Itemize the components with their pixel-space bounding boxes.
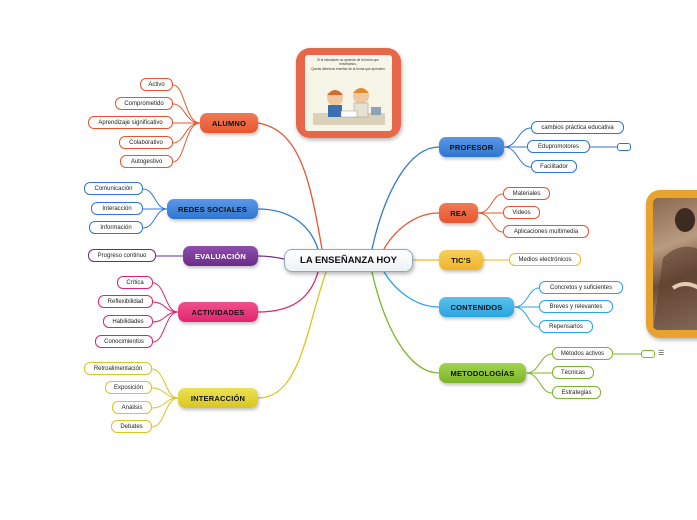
subtopic-retroalimentacion[interactable]: Retroalimentación bbox=[84, 362, 152, 375]
subtopic-cambios-practica-educativa[interactable]: cambios práctica educativa bbox=[531, 121, 624, 134]
subtopic-comprometido[interactable]: Comprometido bbox=[115, 97, 173, 110]
subtopic-aprendizaje-significativo[interactable]: Aprendizaje significativo bbox=[88, 116, 173, 129]
topic-evaluacion[interactable]: EVALUACIÓN bbox=[183, 246, 258, 266]
note-bubble-icon[interactable] bbox=[641, 350, 655, 358]
subtopic-informacion[interactable]: Información bbox=[89, 221, 143, 234]
subtopic-concretos-y-suficientes[interactable]: Concretos y suficientes bbox=[539, 281, 623, 294]
subtopic-breves-y-relevantes[interactable]: Breves y relevantes bbox=[539, 300, 613, 313]
subtopic-tecnicas[interactable]: Técnicas bbox=[552, 366, 594, 379]
subtopic-medios-electronicos[interactable]: Medios electrónicos bbox=[509, 253, 581, 266]
illustration-caption-line1: Si el estudiante no aprende de la forma … bbox=[317, 58, 379, 67]
subtopic-analisis[interactable]: Análisis bbox=[112, 401, 152, 414]
classroom-photo bbox=[653, 198, 697, 330]
illustration-caption-line2: Quizás debemos enseñar de la forma que a… bbox=[311, 67, 385, 71]
subtopic-estrategias[interactable]: Estrategias bbox=[552, 386, 601, 399]
topic-redes-sociales[interactable]: REDES SOCIALES bbox=[167, 199, 258, 219]
subtopic-videos[interactable]: Videos bbox=[503, 206, 540, 219]
topic-tics[interactable]: TIC'S bbox=[439, 250, 483, 270]
note-bubble-icon[interactable] bbox=[617, 143, 631, 151]
subtopic-progreso-continuo[interactable]: Progreso continuo bbox=[88, 249, 156, 262]
subtopic-comunicacion[interactable]: Comunicación bbox=[84, 182, 143, 195]
subtopic-facilitador[interactable]: Facilitador bbox=[531, 160, 577, 173]
subtopic-activo[interactable]: Activo bbox=[140, 78, 173, 91]
photo-figure-icon bbox=[653, 208, 697, 330]
topic-actividades[interactable]: ACTIVIDADES bbox=[178, 302, 258, 322]
subtopic-debates[interactable]: Debates bbox=[111, 420, 152, 433]
notes-list-icon[interactable]: ☰ bbox=[658, 350, 665, 357]
teacher-students-illustration: Si el estudiante no aprende de la forma … bbox=[305, 55, 392, 131]
topic-rea[interactable]: REA bbox=[439, 203, 478, 223]
photo-frame bbox=[646, 190, 697, 338]
subtopic-autogestivo[interactable]: Autogestivo bbox=[120, 155, 173, 168]
subtopic-materiales[interactable]: Materiales bbox=[503, 187, 550, 200]
subtopic-interaccion[interactable]: Interacción bbox=[91, 202, 143, 215]
cartoon-children-icon bbox=[313, 88, 385, 125]
subtopic-habilidades[interactable]: Habilidades bbox=[103, 315, 153, 328]
topic-contenidos[interactable]: CONTENIDOS bbox=[439, 297, 514, 317]
topic-interaccion[interactable]: INTERACCIÓN bbox=[178, 388, 258, 408]
subtopic-exposicion[interactable]: Exposición bbox=[105, 381, 152, 394]
subtopic-critica[interactable]: Crítica bbox=[117, 276, 153, 289]
topic-alumno[interactable]: ALUMNO bbox=[200, 113, 258, 133]
topic-profesor[interactable]: PROFESOR bbox=[439, 137, 504, 157]
subtopic-repensarlos[interactable]: Repensarlos bbox=[539, 320, 593, 333]
subtopic-aplicaciones-multimedia[interactable]: Aplicaciones multimedia bbox=[503, 225, 589, 238]
subtopic-edupromotores[interactable]: Edupromotores bbox=[527, 140, 590, 153]
subtopic-conocimientos[interactable]: Conocimientos bbox=[95, 335, 153, 348]
topic-metodologias[interactable]: METODOLOGÍAS bbox=[439, 363, 526, 383]
central-topic[interactable]: LA ENSEÑANZA HOY bbox=[284, 249, 413, 272]
illustration-frame: Si el estudiante no aprende de la forma … bbox=[296, 48, 401, 138]
subtopic-metodos-activos[interactable]: Métodos activos bbox=[552, 347, 613, 360]
subtopic-colaborativo[interactable]: Colaborativo bbox=[119, 136, 173, 149]
subtopic-reflexibilidad[interactable]: Reflexibilidad bbox=[98, 295, 153, 308]
